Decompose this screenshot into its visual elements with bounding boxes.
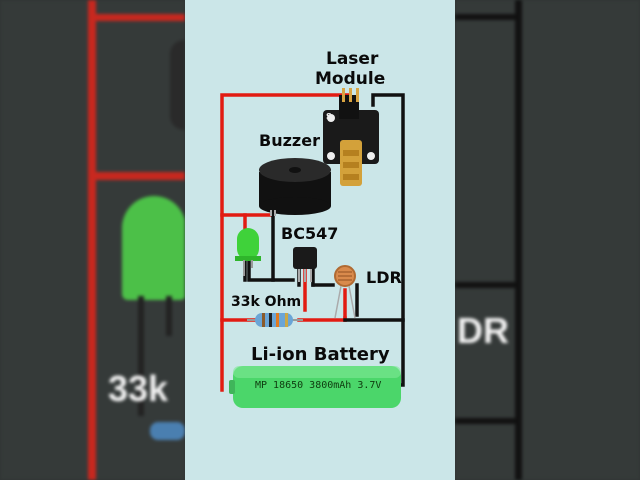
ldr-sensor [334, 265, 356, 319]
transistor-label: BC547 [281, 224, 339, 243]
background-right: DR [455, 0, 640, 480]
ldr-label: LDR [366, 268, 402, 287]
li-ion-battery [229, 366, 401, 408]
battery-label: Li-ion Battery [251, 344, 390, 365]
background-left-text: 33k [108, 368, 169, 409]
resistor-label: 33k Ohm [231, 294, 302, 310]
laser-module [323, 88, 379, 186]
background-right-text: DR [457, 310, 509, 351]
module-print: S [326, 112, 332, 121]
bc547-transistor [293, 247, 317, 282]
background-left: 33k [0, 0, 185, 480]
laser-module-label-line2: Module [315, 69, 386, 89]
resistor-33k [247, 313, 303, 327]
buzzer [259, 158, 331, 216]
laser-module-label-line1: Laser [326, 49, 379, 69]
green-led [235, 228, 261, 276]
buzzer-label: Buzzer [259, 131, 320, 150]
circuit-diagram-panel: Laser Module Buzzer BC547 LDR 33k Ohm Li… [185, 0, 455, 480]
circuit-diagram [220, 88, 405, 408]
battery-print: MP 18650 3800mAh 3.7V [255, 380, 382, 391]
